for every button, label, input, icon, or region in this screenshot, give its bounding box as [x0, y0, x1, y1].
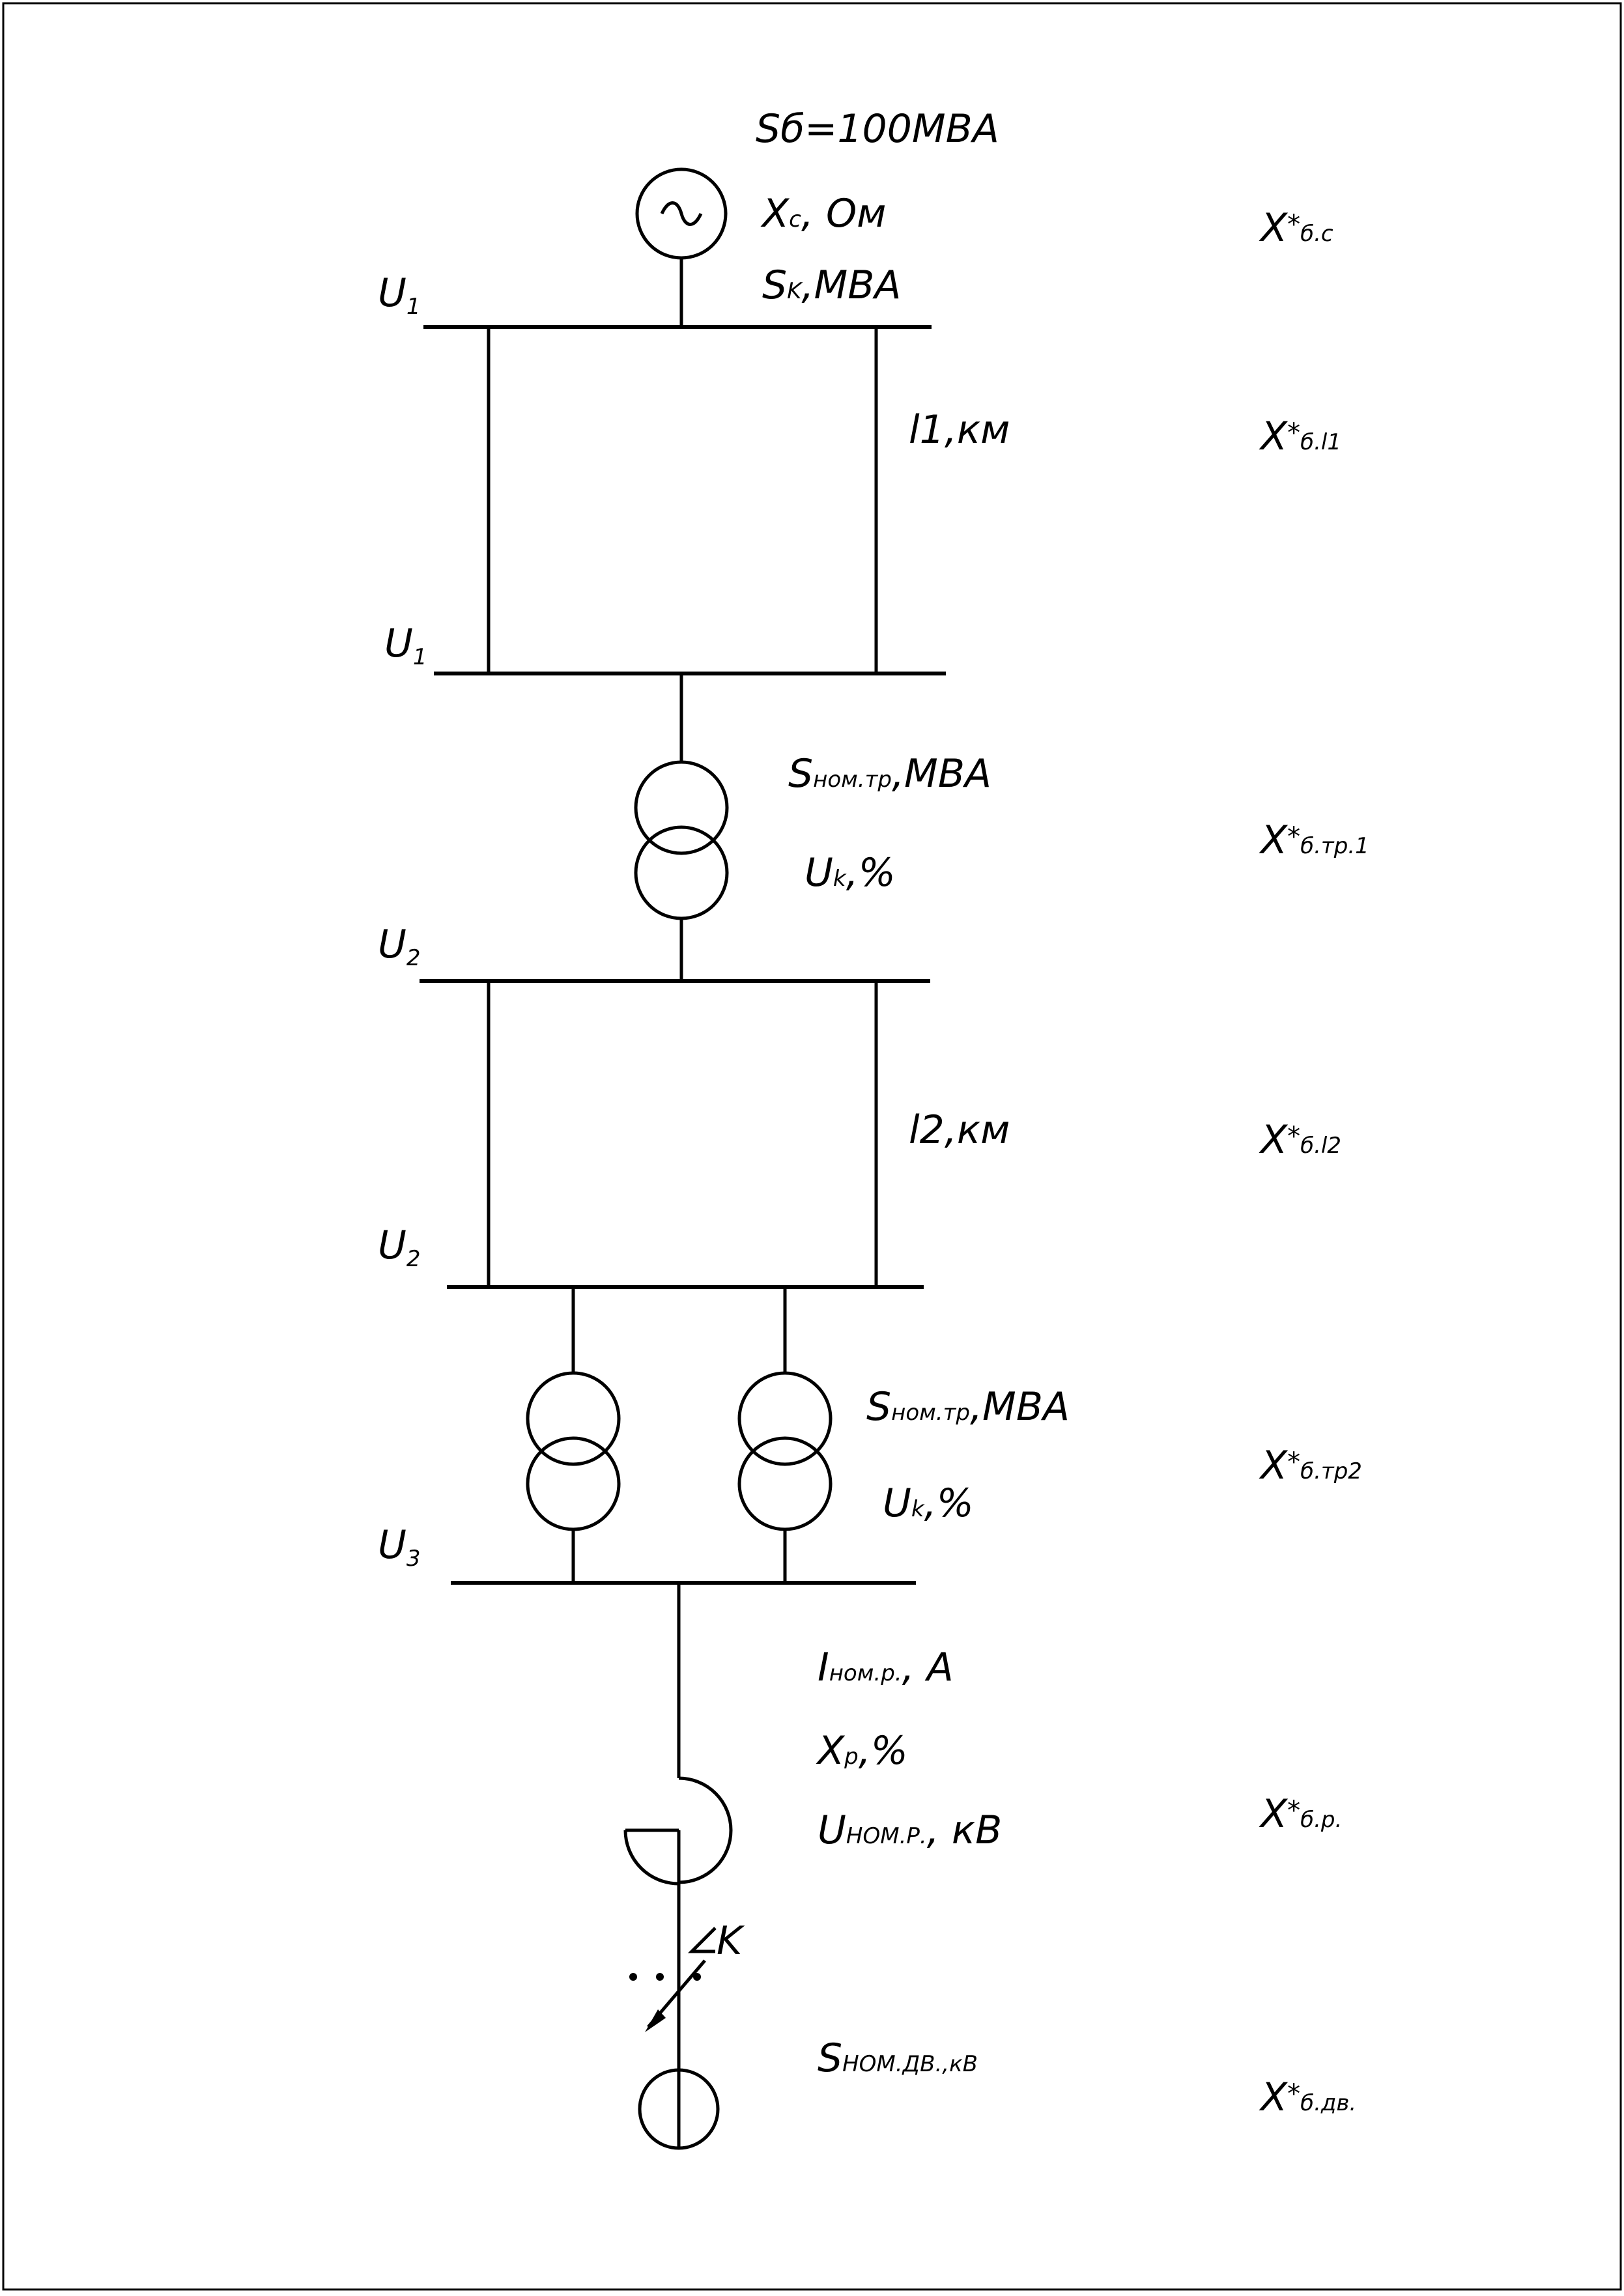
fault-point-arrow — [629, 1927, 717, 2032]
line-l1-length-label: l1,км — [909, 407, 1010, 453]
fault-point-label: K — [717, 1918, 745, 1964]
base-power-label: Sб=100MBA — [756, 106, 999, 152]
generator-symbol — [635, 167, 728, 327]
transformer-2b-symbol — [737, 1287, 833, 1583]
transformer-1-symbol — [634, 673, 729, 981]
bus-u1-top-label: U1 — [378, 270, 421, 320]
sine-wave-icon — [660, 201, 703, 226]
reactor-symbol — [623, 1583, 733, 2149]
transformer-2a-symbol — [526, 1287, 621, 1583]
bus-u2-bottom-label: U2 — [378, 1223, 421, 1272]
result-reactor-label: X*б.р. — [1259, 1791, 1342, 1837]
transformer-1-uk-label: Uk,% — [805, 850, 896, 896]
source-reactance-label: Xc, Ом — [760, 191, 886, 236]
reactor-voltage-label: UНОМ.Р., кВ — [818, 1807, 1002, 1853]
result-transformer1-label: X*б.тр.1 — [1259, 817, 1369, 863]
bus-u1-bottom-label: U1 — [384, 621, 427, 670]
result-line2-label: X*б.l2 — [1259, 1117, 1341, 1163]
transformer-2-power-label: Sном.тр,MBA — [866, 1384, 1070, 1430]
result-motor-label: X*б.дв. — [1259, 2075, 1356, 2120]
transformer-1-power-label: Sном.тр,MBA — [788, 751, 991, 797]
motor-power-label: SНОМ.ДВ.,кВ — [818, 2035, 978, 2081]
transformer-2-uk-label: Uk,% — [883, 1481, 974, 1526]
short-circuit-power-label: SK,MBA — [762, 262, 901, 308]
result-line1-label: X*б.l1 — [1259, 414, 1341, 459]
reactor-current-label: Iном.р., A — [818, 1645, 954, 1690]
line-l2-length-label: l2,км — [909, 1107, 1010, 1153]
motor-symbol — [638, 2068, 720, 2150]
line-l1 — [487, 327, 878, 673]
result-transformer2-label: X*б.тр2 — [1259, 1443, 1362, 1488]
bus-u3-label: U3 — [378, 1522, 421, 1572]
result-source-label: X*б.с — [1259, 205, 1333, 251]
reactor-reactance-label: Xр,% — [816, 1728, 908, 1774]
bus-u2-top-label: U2 — [378, 922, 421, 971]
line-l2 — [487, 981, 878, 1287]
